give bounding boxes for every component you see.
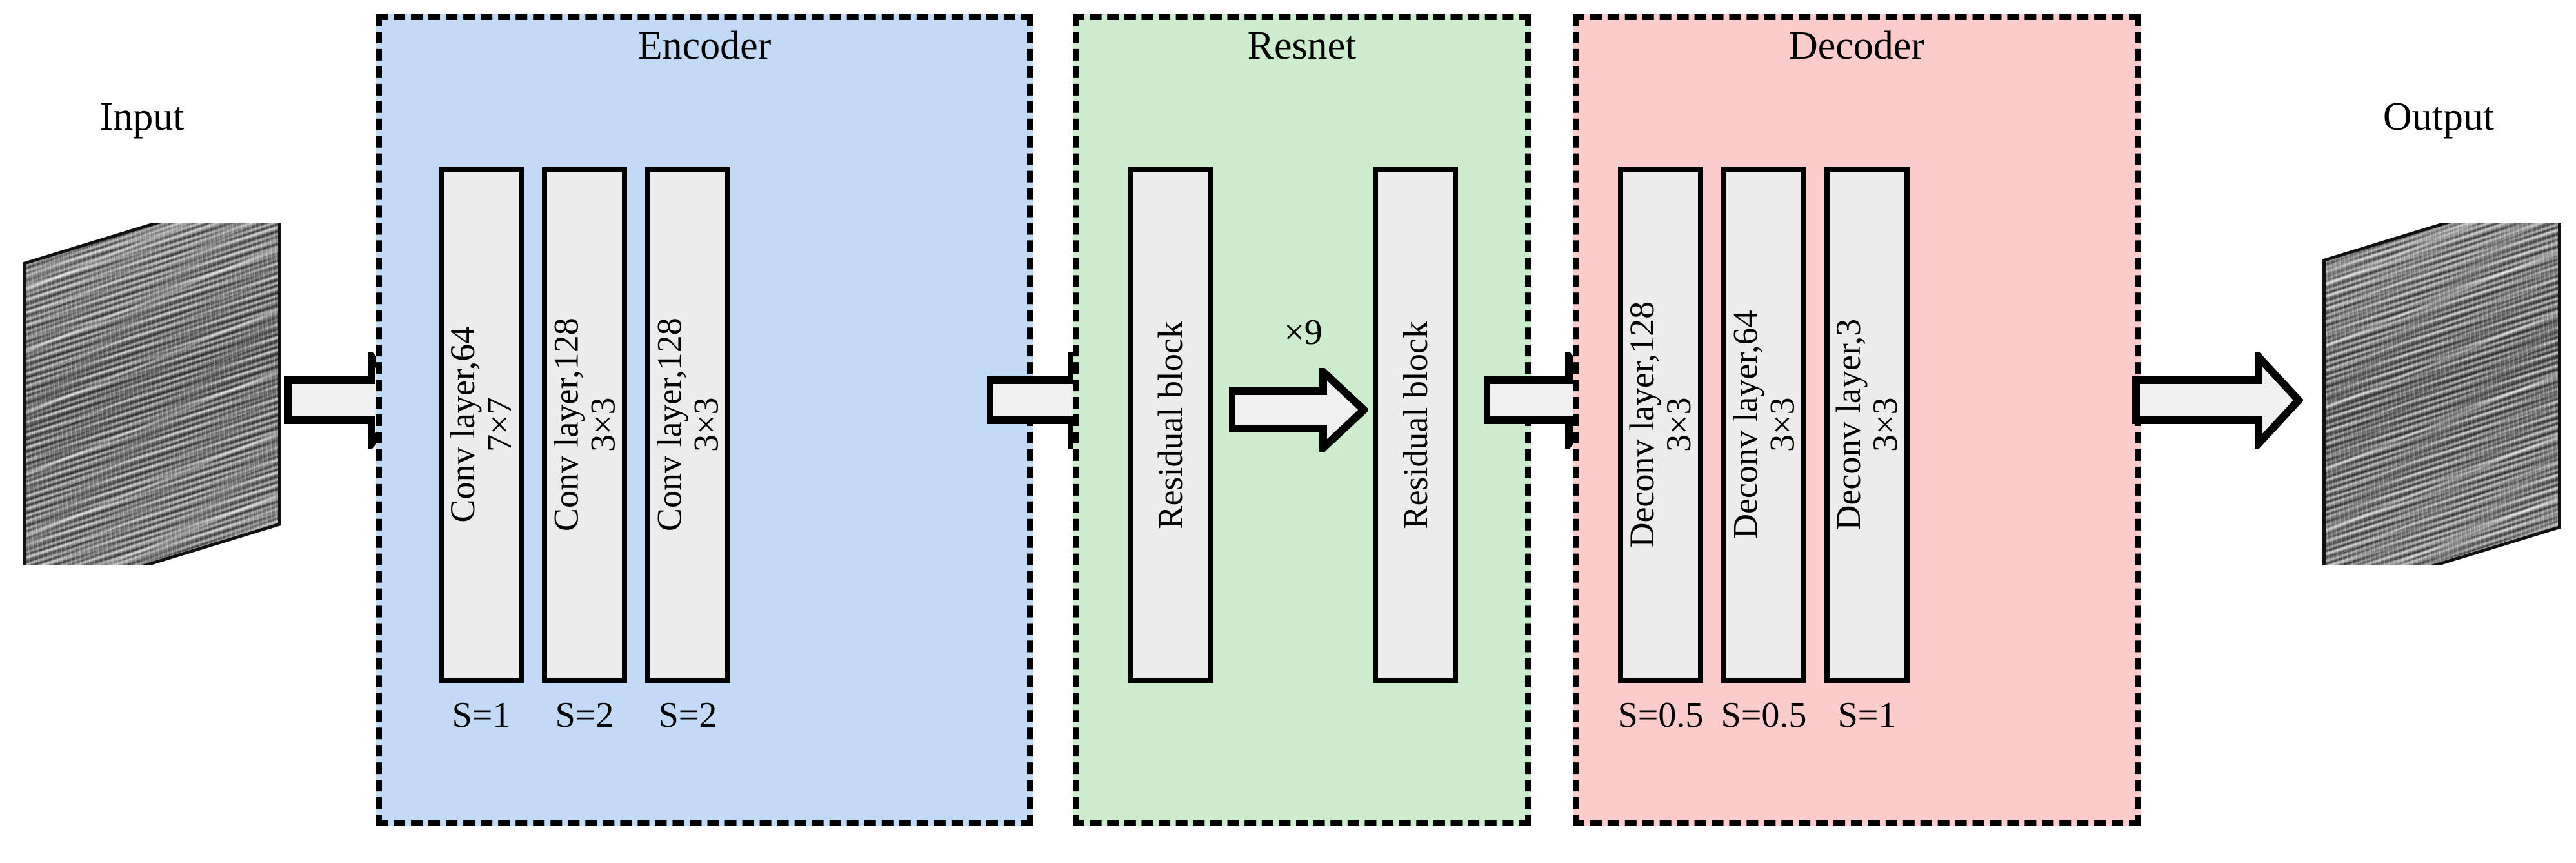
layer-name-deconv-3: Deconv layer,3 [1829, 319, 1868, 531]
layer-kernel-deconv-64: 3×3 [1762, 397, 1802, 452]
layer-name-deconv-128: Deconv layer,128 [1622, 301, 1662, 548]
layer-name-conv-128-b: Conv layer,128 [650, 318, 689, 532]
arrow-decoder-to-output [2132, 352, 2303, 449]
input-label: Input [99, 95, 185, 139]
layer-box-residual-block-1: Residual block [1128, 167, 1213, 683]
arrow-resblock-to-resblock [1229, 368, 1368, 452]
layer-box-conv-128-b: Conv layer,128 3×3 [645, 167, 730, 683]
output-label: Output [2382, 95, 2495, 139]
stride-label-conv-128-b: S=2 [658, 695, 717, 735]
group-encoder-title: Encoder [637, 24, 772, 68]
layer-label-conv-64: Conv layer,64 7×7 [443, 327, 519, 523]
layer-box-conv-128-a: Conv layer,128 3×3 [542, 167, 627, 683]
layer-box-conv-64: Conv layer,64 7×7 [439, 167, 524, 683]
input-seismic-texture [23, 223, 281, 565]
layer-kernel-conv-128-b: 3×3 [686, 397, 725, 452]
layer-name-residual-block-2: Residual block [1395, 320, 1435, 529]
input-image [23, 223, 281, 565]
layer-box-residual-block-2: Residual block [1373, 167, 1458, 683]
repeat-count-label: ×9 [1284, 312, 1323, 352]
stride-label-deconv-128: S=0.5 [1617, 695, 1704, 735]
layer-name-residual-block-1: Residual block [1150, 320, 1190, 529]
layer-name-conv-128-a: Conv layer,128 [546, 318, 586, 532]
group-resnet-title: Resnet [1247, 24, 1357, 68]
layer-label-conv-128-a: Conv layer,128 3×3 [546, 318, 622, 532]
stride-label-conv-128-a: S=2 [555, 695, 614, 735]
layer-label-residual-block-2: Residual block [1395, 320, 1435, 529]
layer-box-deconv-128: Deconv layer,128 3×3 [1618, 167, 1703, 683]
output-seismic-texture [2322, 223, 2561, 565]
stride-label-conv-64: S=1 [452, 695, 511, 735]
layer-box-deconv-64: Deconv layer,64 3×3 [1721, 167, 1806, 683]
layer-label-deconv-3: Deconv layer,3 3×3 [1829, 319, 1905, 531]
layer-kernel-conv-128-a: 3×3 [583, 397, 622, 452]
layer-kernel-deconv-128: 3×3 [1659, 397, 1699, 452]
stride-label-deconv-3: S=1 [1837, 695, 1897, 735]
layer-name-deconv-64: Deconv layer,64 [1726, 310, 1765, 540]
group-decoder-title: Decoder [1789, 24, 1924, 68]
layer-label-deconv-64: Deconv layer,64 3×3 [1726, 310, 1802, 540]
layer-label-deconv-128: Deconv layer,128 3×3 [1622, 301, 1699, 548]
layer-kernel-conv-64: 7×7 [480, 397, 519, 452]
layer-box-deconv-3: Deconv layer,3 3×3 [1824, 167, 1910, 683]
layer-kernel-deconv-3: 3×3 [1866, 397, 1905, 452]
stride-label-deconv-64: S=0.5 [1721, 695, 1807, 735]
layer-label-conv-128-b: Conv layer,128 3×3 [650, 318, 725, 532]
layer-label-residual-block-1: Residual block [1150, 320, 1190, 529]
output-image [2322, 223, 2561, 565]
layer-name-conv-64: Conv layer,64 [443, 327, 483, 523]
